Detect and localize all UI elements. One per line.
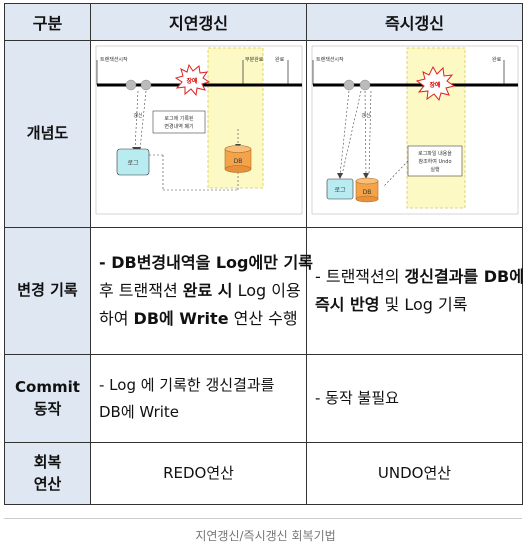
change-log-row: 변경 기록 - DB변경내역을 Log에만 기록 후 트랜잭션 완료 시 Log…: [4, 227, 524, 355]
deferred-op-circle-1: [125, 79, 137, 91]
recovery-label-line2: 연산: [33, 474, 62, 493]
deferred-failure-label: 장애: [186, 77, 198, 85]
immediate-change-log: - 트랜잭션의 갱신결과를 DB에 즉시 반영 및 Log 기록: [306, 227, 524, 355]
deferred-op-circle-2: [140, 79, 152, 91]
deferred-commit-line1: - Log 에 기록한 갱신결과를: [99, 376, 275, 395]
comparison-table: 구분 지연갱신 즉시갱신 개념도 트랜잭션시작 부분완료 완료 장애: [4, 3, 524, 505]
immediate-diagram-cell: 트랜잭션시작 완료 장애 갱신 로그파일 내용을 참조하여 Undo 실행: [306, 40, 523, 228]
deferred-partial-label: 부분완료: [245, 56, 264, 63]
deferred-log-line1: - DB변경내역을 Log에만 기록: [99, 253, 313, 272]
deferred-note-line1: 로그에 기록된: [164, 115, 194, 122]
deferred-change-log: - DB변경내역을 Log에만 기록 후 트랜잭션 완료 시 Log 이용 하여…: [90, 227, 313, 355]
immediate-db-label: DB: [363, 189, 372, 196]
deferred-failure-burst-icon: [174, 63, 211, 97]
immediate-log-label: 로그: [334, 187, 346, 194]
immediate-complete-label: 완료: [492, 56, 502, 63]
commit-label-line2: 동작: [33, 399, 62, 418]
deferred-log-line2b: 완료 시: [182, 281, 233, 300]
deferred-update-label: 갱신: [133, 112, 143, 119]
immediate-update-label: 갱신: [361, 112, 371, 119]
immediate-log-line1a: - 트랜잭션의: [315, 267, 405, 286]
commit-label-line1: Commit: [15, 377, 80, 396]
immediate-op-circle-1: [343, 79, 355, 91]
recovery-label-line1: 회복: [33, 452, 62, 471]
concept-label: 개념도: [4, 40, 91, 228]
deferred-log-line3c: 연산 수행: [228, 309, 298, 328]
immediate-note-line3: 실행: [430, 166, 440, 173]
recovery-label: 회복 연산: [4, 442, 91, 505]
immediate-note-line1: 로그파일 내용을: [418, 150, 452, 157]
deferred-commit-line2: DB에 Write: [99, 402, 180, 421]
immediate-log-line1b: 갱신결과를 DB에: [404, 267, 524, 286]
header-row: 구분 지연갱신 즉시갱신: [4, 3, 523, 41]
immediate-recovery: UNDO연산: [306, 442, 523, 505]
immediate-log-box: [326, 178, 354, 200]
deferred-db-label: DB: [234, 158, 243, 165]
immediate-failure-label: 장애: [429, 81, 441, 89]
commit-row: Commit 동작 - Log 에 기록한 갱신결과를 DB에 Write - …: [4, 354, 523, 443]
caption-divider: [4, 518, 522, 519]
deferred-recovery: REDO연산: [90, 442, 307, 505]
deferred-log-line2c: Log 이용: [232, 281, 301, 300]
header-immediate: 즉시갱신: [306, 3, 523, 41]
deferred-log-line2a: 후 트랜잭션: [99, 281, 183, 300]
deferred-log-box: [116, 148, 150, 176]
header-deferred: 지연갱신: [90, 3, 307, 41]
concept-row: 개념도 트랜잭션시작 부분완료 완료 장애 갱신: [4, 40, 523, 228]
commit-label: Commit 동작: [4, 354, 91, 443]
deferred-commit: - Log 에 기록한 갱신결과를 DB에 Write: [90, 354, 307, 443]
immediate-op-circle-2: [359, 79, 371, 91]
immediate-log-line2a: 즉시 반영: [315, 295, 380, 314]
immediate-log-line2b: 및 Log 기록: [379, 295, 468, 314]
figure-caption: 지연갱신/즉시갱신 회복기법: [195, 529, 336, 543]
deferred-diagram-cell: 트랜잭션시작 부분완료 완료 장애 갱신 로그에 기록된 변경내역 폐기 로그: [90, 40, 307, 228]
immediate-note-line2: 참조하여 Undo: [418, 158, 451, 165]
deferred-db-cylinder: [224, 145, 252, 153]
deferred-complete-label: 완료: [275, 56, 285, 63]
immediate-db-cylinder: [355, 177, 379, 185]
immediate-commit: - 동작 불필요: [306, 354, 523, 443]
recovery-row: 회복 연산 REDO연산 UNDO연산: [4, 442, 523, 505]
change-log-label: 변경 기록: [4, 227, 91, 355]
immediate-diagram: 트랜잭션시작 완료 장애 갱신 로그파일 내용을 참조하여 Undo 실행: [311, 45, 519, 215]
deferred-start-label: 트랜잭션시작: [100, 56, 128, 63]
deferred-log-line3a: 하여: [99, 309, 134, 328]
header-category: 구분: [4, 3, 91, 41]
immediate-failure-burst-icon: [415, 65, 456, 102]
deferred-note-line2: 변경내역 폐기: [164, 123, 193, 130]
immediate-start-label: 트랜잭션시작: [316, 56, 344, 63]
deferred-diagram: 트랜잭션시작 부분완료 완료 장애 갱신 로그에 기록된 변경내역 폐기 로그: [95, 45, 303, 215]
deferred-log-line3b: DB에 Write: [133, 309, 229, 328]
deferred-log-label: 로그: [127, 160, 139, 167]
